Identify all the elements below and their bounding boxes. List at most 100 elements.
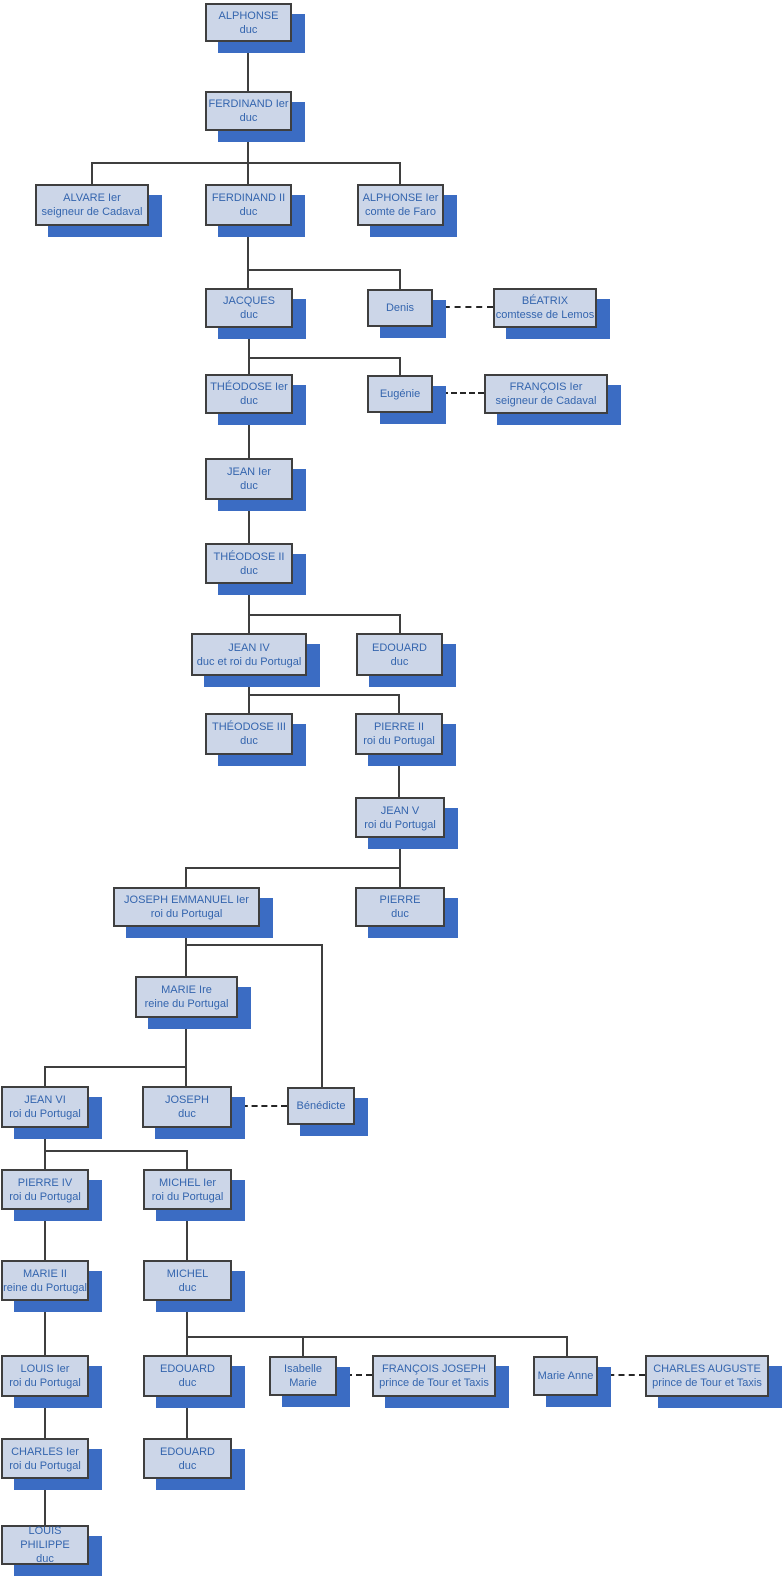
connector-line (44, 1397, 46, 1438)
node-jean-4[interactable]: JEAN IV duc et roi du Portugal (191, 633, 307, 676)
connector-line (44, 1479, 46, 1525)
node-ferdinand-1[interactable]: FERDINAND Ier duc (205, 91, 292, 131)
person-title: prince de Tour et Taxis (379, 1377, 489, 1389)
node-denis[interactable]: Denis (367, 289, 433, 327)
connector-line (186, 1397, 188, 1438)
person-name: ALVARE Ier (63, 192, 121, 204)
node-edouard-duc-3[interactable]: EDOUARD duc (143, 1438, 232, 1479)
person-title: roi du Portugal (151, 1190, 224, 1203)
person-title: duc (239, 112, 258, 124)
node-theodose-1[interactable]: THÉODOSE Ier duc (205, 374, 293, 414)
person-name: JEAN Ier (226, 466, 271, 478)
connector-line (247, 226, 249, 288)
person-name: Isabelle Marie (284, 1363, 322, 1389)
connector-line (248, 500, 250, 543)
person-title: reine du Portugal (144, 998, 229, 1010)
person-title: duc (178, 1108, 196, 1120)
node-jean-6[interactable]: JEAN VI roi du Portugal (1, 1086, 89, 1128)
connector-line (248, 614, 401, 616)
connector-line (186, 1336, 568, 1338)
node-louis-philippe[interactable]: LOUIS PHILIPPE duc (1, 1525, 89, 1565)
connector-line (399, 270, 401, 289)
person-title: duc (240, 735, 258, 747)
node-ferdinand-2[interactable]: FERDINAND II duc (205, 184, 292, 226)
person-name: JACQUES (223, 295, 275, 307)
node-marie-2[interactable]: MARIE II reine du Portugal (1, 1260, 89, 1301)
node-joseph-emmanuel-1[interactable]: JOSEPH EMMANUEL Ier roi du Portugal (113, 887, 260, 927)
node-joseph-duc[interactable]: JOSEPH duc (142, 1086, 232, 1128)
person-name: EDOUARD (159, 1445, 215, 1458)
connector-line (185, 927, 187, 976)
connector-line (399, 358, 401, 375)
connector-line (186, 1210, 188, 1260)
connector-line (44, 1067, 46, 1086)
node-theodose-3[interactable]: THÉODOSE III duc (205, 713, 293, 755)
node-francois-joseph[interactable]: FRANÇOIS JOSEPH prince de Tour et Taxis (372, 1355, 496, 1397)
node-michel-1[interactable]: MICHEL Ier roi du Portugal (143, 1169, 232, 1210)
person-title: roi du Portugal (9, 1108, 81, 1120)
person-name: MARIE Ire (161, 984, 212, 996)
person-name: THÉODOSE III (212, 721, 286, 733)
node-alphonse-faro[interactable]: ALPHONSE Ier comte de Faro (357, 184, 444, 226)
connector-line (44, 1128, 46, 1169)
marriage-line (336, 1374, 372, 1376)
connector-line (302, 1337, 304, 1356)
node-benedicte[interactable]: Bénédicte (287, 1087, 355, 1125)
node-pierre-duc[interactable]: PIERRE duc (355, 887, 445, 927)
person-name: ALPHONSE Ier (362, 192, 439, 204)
connector-line (44, 1301, 46, 1355)
person-title: prince de Tour et Taxis (652, 1377, 762, 1389)
connector-line (399, 838, 401, 887)
node-isabelle-marie[interactable]: Isabelle Marie (269, 1356, 337, 1396)
node-pierre-4[interactable]: PIERRE IV roi du Portugal (1, 1169, 89, 1210)
connector-line (248, 328, 250, 374)
person-name: JOSEPH (164, 1094, 209, 1106)
node-jean-1[interactable]: JEAN Ier duc (205, 458, 293, 500)
node-marie-anne[interactable]: Marie Anne (533, 1356, 598, 1396)
connector-line (185, 944, 323, 946)
connector-line (186, 1301, 188, 1355)
node-jacques[interactable]: JACQUES duc (205, 288, 293, 328)
node-edouard-duc-2[interactable]: EDOUARD duc (143, 1355, 232, 1397)
node-edouard-duc[interactable]: EDOUARD duc (356, 633, 443, 676)
connector-line (247, 131, 249, 184)
connector-line (399, 615, 401, 633)
person-name: CHARLES Ier (11, 1445, 79, 1458)
marriage-line (598, 1374, 645, 1376)
connector-line (185, 1018, 187, 1086)
person-title: duc (391, 908, 409, 920)
node-beatrix[interactable]: BÉATRIX comtesse de Lemos (493, 288, 597, 328)
node-eugenie[interactable]: Eugénie (367, 375, 433, 413)
person-title: roi du Portugal (364, 818, 436, 831)
person-name: Denis (385, 302, 415, 314)
node-alvare-1[interactable]: ALVARE Ier seigneur de Cadaval (35, 184, 149, 226)
person-title: duc et roi du Portugal (196, 655, 302, 668)
person-title: seigneur de Cadaval (495, 395, 597, 407)
person-title: roi du Portugal (9, 1377, 81, 1389)
person-name: JOSEPH EMMANUEL Ier (124, 894, 249, 906)
person-name: JEAN V (380, 804, 420, 817)
node-marie-1[interactable]: MARIE Ire reine du Portugal (135, 976, 238, 1018)
connector-line (248, 584, 250, 633)
node-francois-1[interactable]: FRANÇOIS Ier seigneur de Cadaval (484, 374, 608, 414)
node-charles-1[interactable]: CHARLES Ier roi du Portugal (1, 1438, 89, 1479)
connector-line (398, 755, 400, 797)
person-name: ALPHONSE (218, 9, 279, 22)
node-charles-auguste[interactable]: CHARLES AUGUSTE prince de Tour et Taxis (645, 1355, 769, 1397)
connector-line (247, 269, 401, 271)
node-alphonse-duc[interactable]: ALPHONSE duc (205, 3, 292, 42)
person-name: BÉATRIX (521, 295, 569, 307)
node-louis-1[interactable]: LOUIS Ier roi du Portugal (1, 1355, 89, 1397)
connector-line (398, 695, 400, 713)
person-name: THÉODOSE Ier (210, 381, 288, 393)
connector-line (248, 694, 400, 696)
node-pierre-2[interactable]: PIERRE II roi du Portugal (355, 713, 443, 755)
node-jean-5[interactable]: JEAN V roi du Portugal (355, 797, 445, 838)
node-michel-duc[interactable]: MICHEL duc (143, 1260, 232, 1301)
person-name: Eugénie (379, 388, 421, 400)
person-title: roi du Portugal (9, 1190, 81, 1203)
node-theodose-2[interactable]: THÉODOSE II duc (205, 543, 293, 584)
person-name: Bénédicte (296, 1100, 346, 1112)
person-name: CHARLES AUGUSTE (653, 1363, 761, 1375)
